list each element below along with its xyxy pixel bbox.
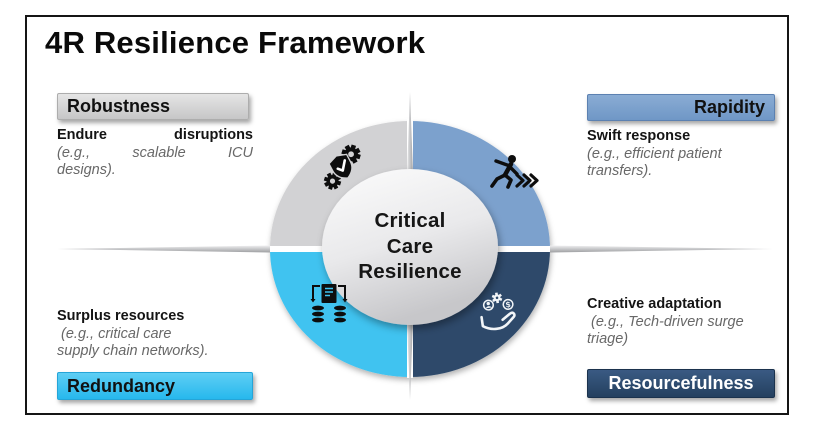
slide: 4R Resilience Framework <box>25 15 789 415</box>
redundancy-heading: Surplus resources <box>57 308 185 324</box>
center-label-line-2: Care <box>386 234 434 258</box>
resourcefulness-heading: Creative adaptation <box>587 296 722 312</box>
redundancy-label: Redundancy <box>67 375 176 396</box>
center-label: Critical Care Resilience <box>322 208 498 285</box>
page-title: 4R Resilience Framework <box>45 25 426 60</box>
robustness-description: Endure disruptions (e.g., scalable ICU d… <box>57 127 253 180</box>
robustness-heading: Endure disruptions <box>57 127 253 143</box>
hand-resources-icon: $ <box>480 292 516 331</box>
pointer-bottom <box>406 307 414 400</box>
robustness-example-line-2: designs). <box>57 162 116 178</box>
document-database-replication-icon <box>310 284 348 324</box>
redundancy-example-line-1: (e.g., critical care <box>57 325 172 342</box>
pointer-right <box>550 245 773 253</box>
resourcefulness-example-line-2: triage) <box>587 331 629 347</box>
resourcefulness-label: Resourcefulness <box>608 373 754 393</box>
center-label-line-1: Critical <box>374 209 446 232</box>
center-label-line-3: Resilience <box>358 260 462 283</box>
svg-text:$: $ <box>505 300 511 310</box>
rapidity-example-line-1: (e.g., efficient patient <box>587 145 722 162</box>
redundancy-description: Surplus resources (e.g., critical care s… <box>57 308 262 361</box>
robustness-example-line-1: (e.g., scalable ICU <box>57 144 253 161</box>
running-person-icon <box>490 155 539 189</box>
pointer-left <box>57 245 270 253</box>
gears-shield-check-icon <box>323 144 361 190</box>
resilience-wheel-diagram: $ <box>57 92 773 400</box>
resourcefulness-label-box: Resourcefulness <box>587 369 775 398</box>
robustness-label: Robustness <box>67 96 171 116</box>
rapidity-description: Swift response (e.g., efficient patient … <box>587 128 782 181</box>
center-circle <box>322 169 498 325</box>
pointer-top <box>406 92 414 187</box>
resourcefulness-description: Creative adaptation (e.g., Tech-driven s… <box>587 296 792 349</box>
rapidity-label-box: Rapidity <box>587 94 775 121</box>
robustness-label-box: Robustness <box>57 93 249 120</box>
resourcefulness-example-line-1: (e.g., Tech-driven surge <box>587 313 744 330</box>
rapidity-heading: Swift response <box>587 128 691 144</box>
rapidity-label: Rapidity <box>693 97 765 117</box>
redundancy-example-line-2: supply chain networks). <box>57 343 209 359</box>
redundancy-label-box: Redundancy <box>57 372 253 400</box>
rapidity-example-line-2: transfers). <box>587 163 653 179</box>
